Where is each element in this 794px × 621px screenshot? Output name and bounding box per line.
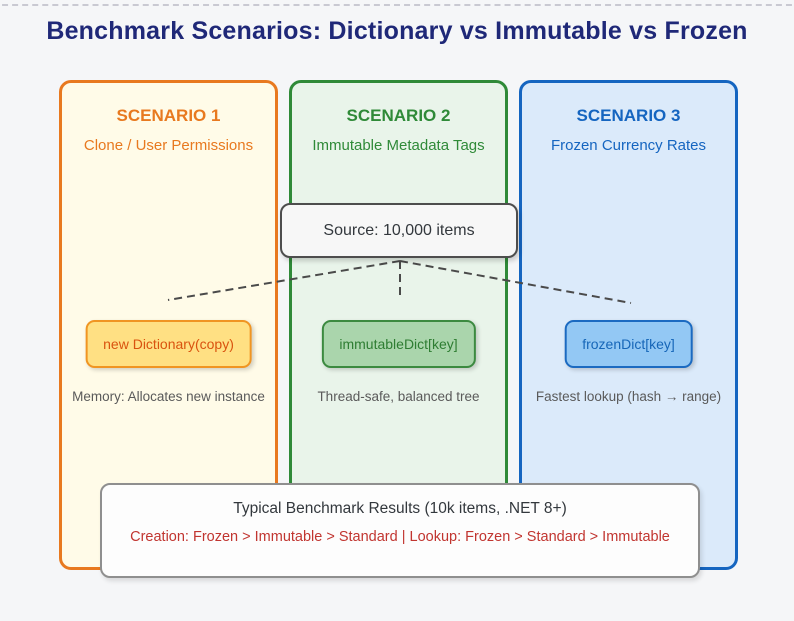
results-detail: Creation: Frozen > Immutable > Standard … [130, 529, 670, 545]
scenario-3-note: Fastest lookup (hash → range) [535, 389, 722, 404]
results-panel: Typical Benchmark Results (10k items, .N… [100, 483, 700, 578]
scenario-2-code-node: immutableDict[key] [321, 320, 476, 368]
source-label: Source: 10,000 items [323, 221, 475, 239]
scenario-2-note: Thread-safe, balanced tree [317, 389, 480, 404]
scenario-1-title: SCENARIO 1 [116, 106, 221, 125]
dashed-border [0, 4, 794, 304]
scenario-3-code-node: frozenDict[key] [564, 320, 693, 368]
results-title: Typical Benchmark Results (10k items, .N… [233, 500, 567, 517]
source-node: Source: 10,000 items [280, 203, 518, 258]
scenario-3-subtitle: Frozen Currency Rates [550, 137, 707, 154]
scenario-1-note: Memory: Allocates new instance [72, 389, 265, 404]
scenario-1-code-node: new Dictionary(copy) [85, 320, 252, 368]
scenario-2-subtitle: Immutable Metadata Tags [312, 137, 485, 154]
scenario-1-subtitle: Clone / User Permissions [83, 137, 254, 154]
scenario-2-title: SCENARIO 2 [346, 106, 451, 125]
scenario-3-title: SCENARIO 3 [576, 106, 681, 125]
page-title: Benchmark Scenarios: Dictionary vs Immut… [46, 17, 748, 45]
